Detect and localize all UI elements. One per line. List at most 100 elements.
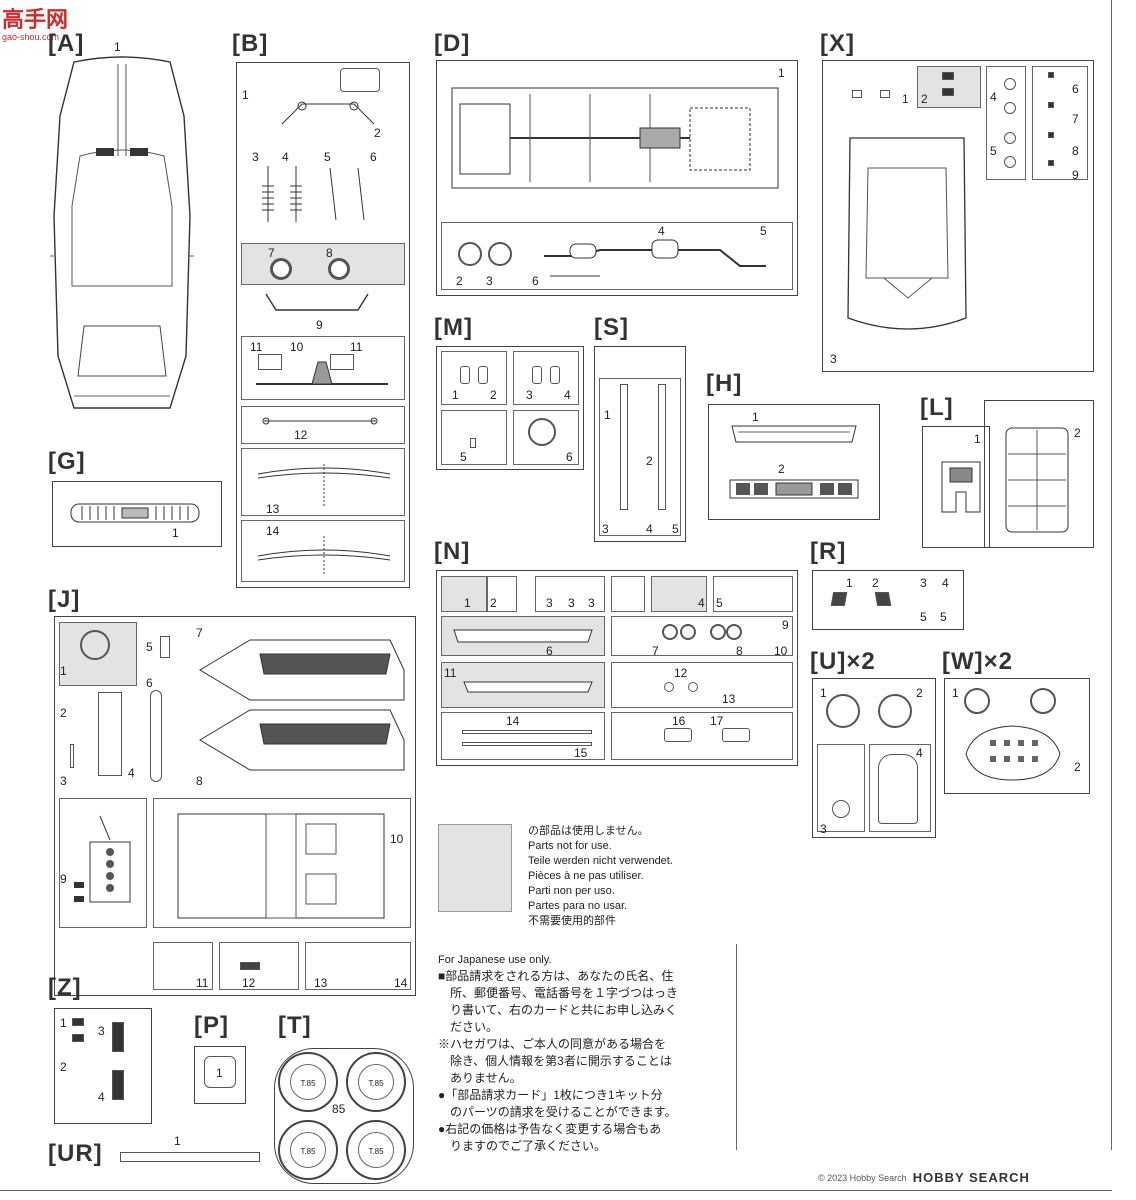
sprue-label-w: [W]×2 [942,648,1013,675]
notice-line: ■部品請求をされる方は、あなたの氏名、住 [438,969,674,983]
rear-seat-part [1002,424,1072,536]
legend-line: の部品は使用しません。 [528,825,649,837]
legend-line: Pièces à ne pas utiliser. [528,870,644,882]
tire-part: T.85 [278,1052,338,1112]
trim-strip-part [462,730,592,734]
part-number: 1 [752,410,759,424]
part-number: 9 [1072,168,1079,182]
sprue-compartment [241,406,405,444]
console-strip-part [150,690,162,782]
part-number: 2 [646,454,653,468]
bottom-rule [0,1190,1112,1191]
part-number: 1 [242,88,249,102]
sprue-compartment [869,744,931,832]
part-number: 14 [394,976,408,990]
part-number: 15 [574,746,588,760]
notice-line: 所、郵便番号、電話番号を１字づつはっき [438,986,679,1000]
logo-url: gao-shou.com [2,32,60,42]
instrument-panel-part [74,812,140,916]
hood-trim-part [452,624,594,646]
sprue-compartment [305,942,411,990]
part-number: 6 [532,274,539,288]
part-number: 11 [250,340,263,354]
sprue-compartment [611,712,793,760]
brake-disc-part [328,258,350,280]
part-number: 4 [646,522,653,536]
sprue-compartment [241,448,405,516]
part-number: 4 [658,224,665,238]
sprue-label-b: [B] [232,30,269,57]
legend-line: Partes para no usar. [528,900,628,912]
part-number: 2 [1074,426,1081,440]
decal-part [72,1018,84,1026]
part-number: 2 [490,388,497,402]
wheel-cap-part [878,694,912,728]
part-number: 6 [546,644,553,658]
part-number: 4 [564,388,571,402]
part-number: 7 [196,626,203,640]
part-number: 4 [128,766,135,780]
part-number: 10 [390,832,404,846]
part-number: 16 [672,714,686,728]
sprue-compartment [611,576,645,612]
part-number: 1 [174,1134,181,1148]
part-number: 4 [990,90,997,104]
knob-part [1004,156,1016,168]
legend-line: Teile werden nicht verwendet. [528,855,673,867]
part-number: 8 [196,774,203,788]
wheel-cap-part [826,694,860,728]
part-number: 1 [974,432,981,446]
shift-lever-part [70,744,74,768]
sprue-frame-n [436,570,798,766]
taillight-panel-part [728,478,860,500]
unused-area [441,576,487,612]
part-number: 2 [1074,760,1081,774]
part-number: 14 [266,524,280,538]
unused-parts-swatch [438,824,512,912]
seat-ring-part [1030,688,1056,714]
sprue-compartment [713,576,793,612]
sprue-label-p: [P] [194,1012,229,1039]
sprue-frame-l-seat [984,400,1094,548]
sprue-compartment [611,662,793,708]
sprue-label-n: [N] [434,538,471,565]
part-number: 10 [290,340,304,354]
part-number: 14 [506,714,520,728]
part-number: 1 [846,576,853,590]
sprue-frame-t [274,1048,414,1184]
part-number: 11 [350,340,363,354]
sprue-frame-r [812,570,964,630]
steering-wheel-part [80,630,110,660]
part-number: 11 [444,666,457,680]
part-number: 1 [216,1066,223,1080]
small-tab-part [1048,72,1054,78]
rail-part [658,384,666,510]
notice-line: For Japanese use only. [438,954,552,966]
decal-part [72,1034,84,1042]
part-number: 9 [782,618,789,632]
small-tab-part [240,962,260,970]
part-number: 1 [604,408,611,422]
sprue-compartment [59,798,147,928]
part-number: 1 [452,388,459,402]
tire-part: T.85 [346,1120,406,1180]
stabilizer-bar-part [262,290,372,316]
trim-strip-part [120,1152,260,1162]
sprue-label-j: [J] [48,586,81,613]
part-number: 1 [952,686,959,700]
part-number: 4 [916,746,923,760]
sprue-label-r: [R] [810,538,847,565]
tire-part: T.85 [346,1052,406,1112]
unused-area [651,576,707,612]
sprue-frame-j [54,616,416,996]
notice-line: ※ハセガワは、ご本人の同意がある場合を [438,1037,667,1051]
shock-absorber-parts [254,164,374,224]
part-number: 1 [60,1016,67,1030]
part-number: 8 [736,644,743,658]
part-number: 12 [294,428,308,442]
rear-axle-part [252,358,392,392]
leaf-spring-part [254,534,394,578]
part-number: 11 [196,976,209,990]
part-number: 85 [332,1102,346,1116]
sprue-label-x: [X] [820,30,855,57]
